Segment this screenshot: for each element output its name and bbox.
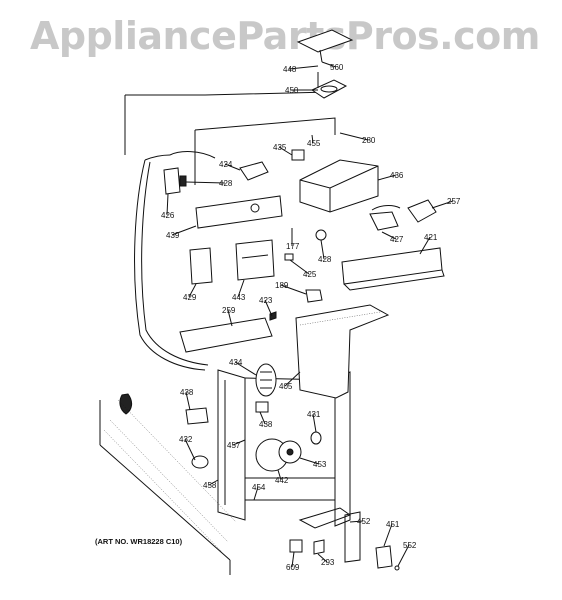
cabinet-outline (99, 91, 336, 575)
part-429 (189, 247, 213, 285)
part-451 (375, 545, 393, 569)
part-443 (235, 239, 275, 281)
leader-line (288, 65, 319, 70)
leader-line (264, 299, 273, 317)
part-label: 423 (259, 296, 273, 305)
part-450 (310, 72, 348, 99)
part-label: 453 (313, 460, 327, 469)
part-424 (239, 161, 269, 181)
part-label: 428 (219, 179, 233, 188)
part-label: 560 (330, 63, 344, 72)
leader-line (171, 225, 197, 236)
part-label: 427 (390, 235, 404, 244)
leader-line (224, 163, 241, 171)
part-label: 452 (357, 517, 371, 526)
leader-line (280, 284, 307, 295)
part-label: 439 (166, 231, 180, 240)
leader-line (383, 523, 393, 547)
leader-line (299, 457, 320, 465)
part-259 (179, 317, 273, 353)
leader-line (259, 411, 266, 425)
leader-line (253, 486, 259, 501)
leader-line (349, 520, 364, 523)
part-label: 609 (286, 563, 300, 572)
part-189 (305, 289, 323, 303)
part-label: 438 (259, 420, 273, 429)
leader-line (312, 413, 317, 433)
part-435 (291, 149, 305, 161)
leader-line (188, 283, 197, 298)
leader-line (184, 438, 196, 461)
watermark: AppliancePartsPros.com (30, 14, 540, 58)
part-label: 438 (180, 388, 194, 397)
part-label: 177 (286, 242, 300, 251)
part-405 (295, 304, 390, 399)
part-label: 426 (161, 211, 175, 220)
art-number: (ART NO. WR18228 C10) (95, 537, 183, 546)
part-438-right (255, 401, 269, 413)
leader-line (166, 193, 169, 216)
part-label: 443 (232, 293, 246, 302)
part-560 (296, 29, 354, 63)
part-label: 451 (386, 520, 400, 529)
leader-line (377, 174, 397, 181)
part-label: 458 (203, 481, 217, 490)
part-label: 454 (252, 483, 266, 492)
part-label: 457 (227, 441, 241, 450)
leader-line (317, 553, 328, 563)
part-label: 405 (279, 382, 293, 391)
part-436 (299, 159, 379, 213)
leader-line (234, 361, 257, 376)
part-label: 436 (390, 171, 404, 180)
leader-line (277, 469, 282, 481)
part-432 (191, 455, 209, 469)
part-label: 429 (183, 293, 197, 302)
part-293 (313, 539, 325, 555)
part-439 (195, 195, 283, 229)
leader-line (185, 181, 226, 184)
part-label: 425 (303, 270, 317, 279)
part-label: 442 (275, 476, 289, 485)
partition-frame (217, 369, 361, 563)
part-label: 432 (179, 435, 193, 444)
part-257 (407, 199, 437, 223)
leader-line (284, 371, 301, 387)
leader-line (291, 551, 295, 568)
leader-line (419, 236, 431, 255)
leader-line (339, 132, 369, 141)
leader-line (208, 479, 219, 486)
part-428-connector (179, 175, 187, 187)
part-label: 448 (283, 65, 297, 74)
leader-line (185, 391, 191, 411)
part-431 (310, 431, 322, 445)
part-438-left (185, 407, 209, 425)
part-442 (255, 438, 302, 472)
part-label: 257 (447, 197, 461, 206)
part-428-knob (315, 229, 327, 241)
leader-line (431, 200, 454, 209)
part-label: 455 (307, 139, 321, 148)
part-label: 552 (403, 541, 417, 550)
part-label: 428 (318, 255, 332, 264)
part-426 (163, 167, 181, 195)
leader-line (381, 231, 397, 240)
leader-line (289, 259, 310, 275)
leader-line (397, 544, 410, 567)
part-label: 259 (222, 306, 236, 315)
leader-line (232, 439, 246, 446)
part-label: 280 (362, 136, 376, 145)
part-label: 421 (424, 233, 438, 242)
leader-line (278, 146, 293, 156)
leader-line (311, 134, 314, 144)
part-label: 431 (307, 410, 321, 419)
leader-line (227, 309, 233, 327)
leader-line (321, 61, 337, 68)
leader-line (237, 279, 245, 298)
part-label: 293 (321, 558, 335, 567)
leader-line (320, 239, 325, 260)
part-609 (289, 539, 303, 553)
part-425 (284, 253, 294, 261)
